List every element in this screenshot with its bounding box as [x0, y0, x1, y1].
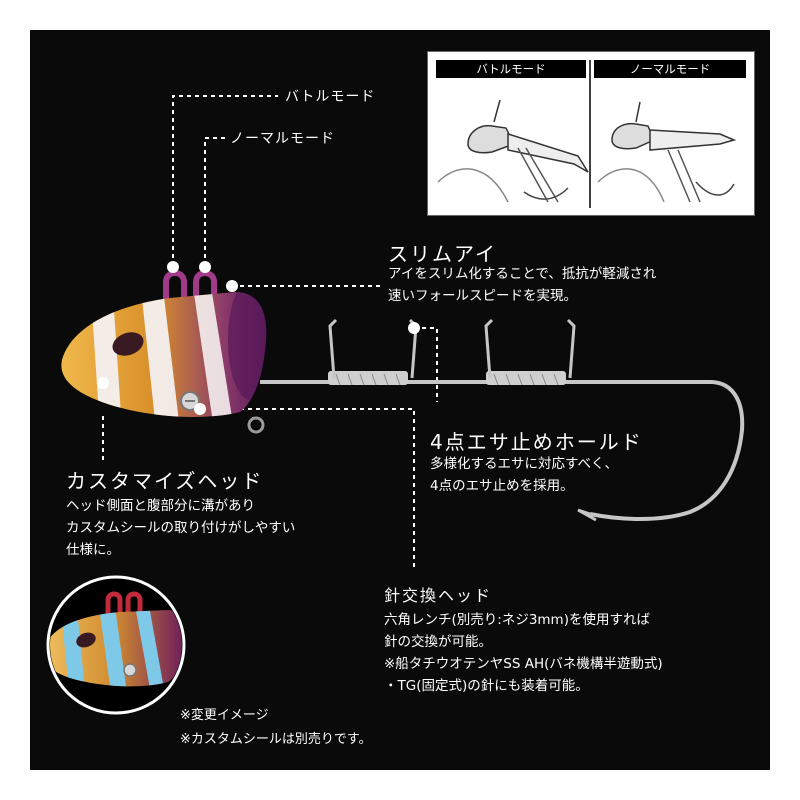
- inset-header-normal: ノーマルモード: [594, 60, 746, 78]
- leader-battle-mode: [172, 95, 278, 266]
- slim-eye-line-2: 速いフォールスピードを実現。: [388, 288, 577, 304]
- inset-drawing: [437, 60, 737, 208]
- custom-head-line-3: 仕様に。: [66, 542, 120, 558]
- leader-hold: [414, 327, 438, 402]
- inset-header-battle: バトルモード: [436, 60, 586, 78]
- bait-holder-rear: [484, 318, 576, 386]
- needle-head-line-2: 針の交換が可能。: [384, 634, 492, 650]
- bait-holder-front: [328, 318, 418, 386]
- hold-title: 4点エサ止めホールド: [430, 430, 643, 454]
- note-change-image: ※変更イメージ: [180, 708, 269, 723]
- needle-head-line-1: 六角レンチ(別売り:ネジ3mm)を使用すれば: [384, 612, 650, 628]
- needle-head-line-4: ・TG(固定式)の針にも装着可能。: [384, 678, 589, 694]
- normal-mode-drawing: [597, 101, 737, 203]
- slim-eye-title: スリムアイ: [388, 242, 497, 266]
- leader-lines: [102, 95, 438, 570]
- custom-head-line-2: カスタムシールの取り付けがしやすい: [66, 520, 296, 536]
- product-panel: バトルモード ノーマルモード バトルモー: [30, 30, 770, 770]
- custom-head-title: カスタマイズヘッド: [66, 469, 264, 493]
- hold-line-2: 4点のエサ止めを採用。: [430, 478, 574, 494]
- normal-mode-label: ノーマルモード: [230, 131, 335, 147]
- lure-illustration: [46, 95, 745, 715]
- leader-normal-mode: [204, 137, 226, 266]
- mode-comparison-inset: バトルモード ノーマルモード: [427, 51, 755, 216]
- note-custom-seal: ※カスタムシールは別売りです。: [180, 732, 372, 747]
- slim-eye-line-1: アイをスリム化することで、抵抗が軽減され: [388, 266, 657, 282]
- needle-head-title: 針交換ヘッド: [384, 586, 493, 605]
- custom-head-line-1: ヘッド側面と腹部分に溝があり: [66, 498, 255, 514]
- needle-head-line-3: ※船タチウオテンヤSS AH(バネ機構半遊動式): [384, 656, 663, 672]
- battle-mode-drawing: [437, 99, 589, 203]
- hook: [247, 380, 745, 522]
- custom-image-circle: [46, 575, 186, 715]
- hold-line-1: 多様化するエサに対応すべく、: [430, 456, 619, 472]
- battle-mode-label: バトルモード: [285, 89, 376, 105]
- leader-needle-head: [200, 408, 415, 570]
